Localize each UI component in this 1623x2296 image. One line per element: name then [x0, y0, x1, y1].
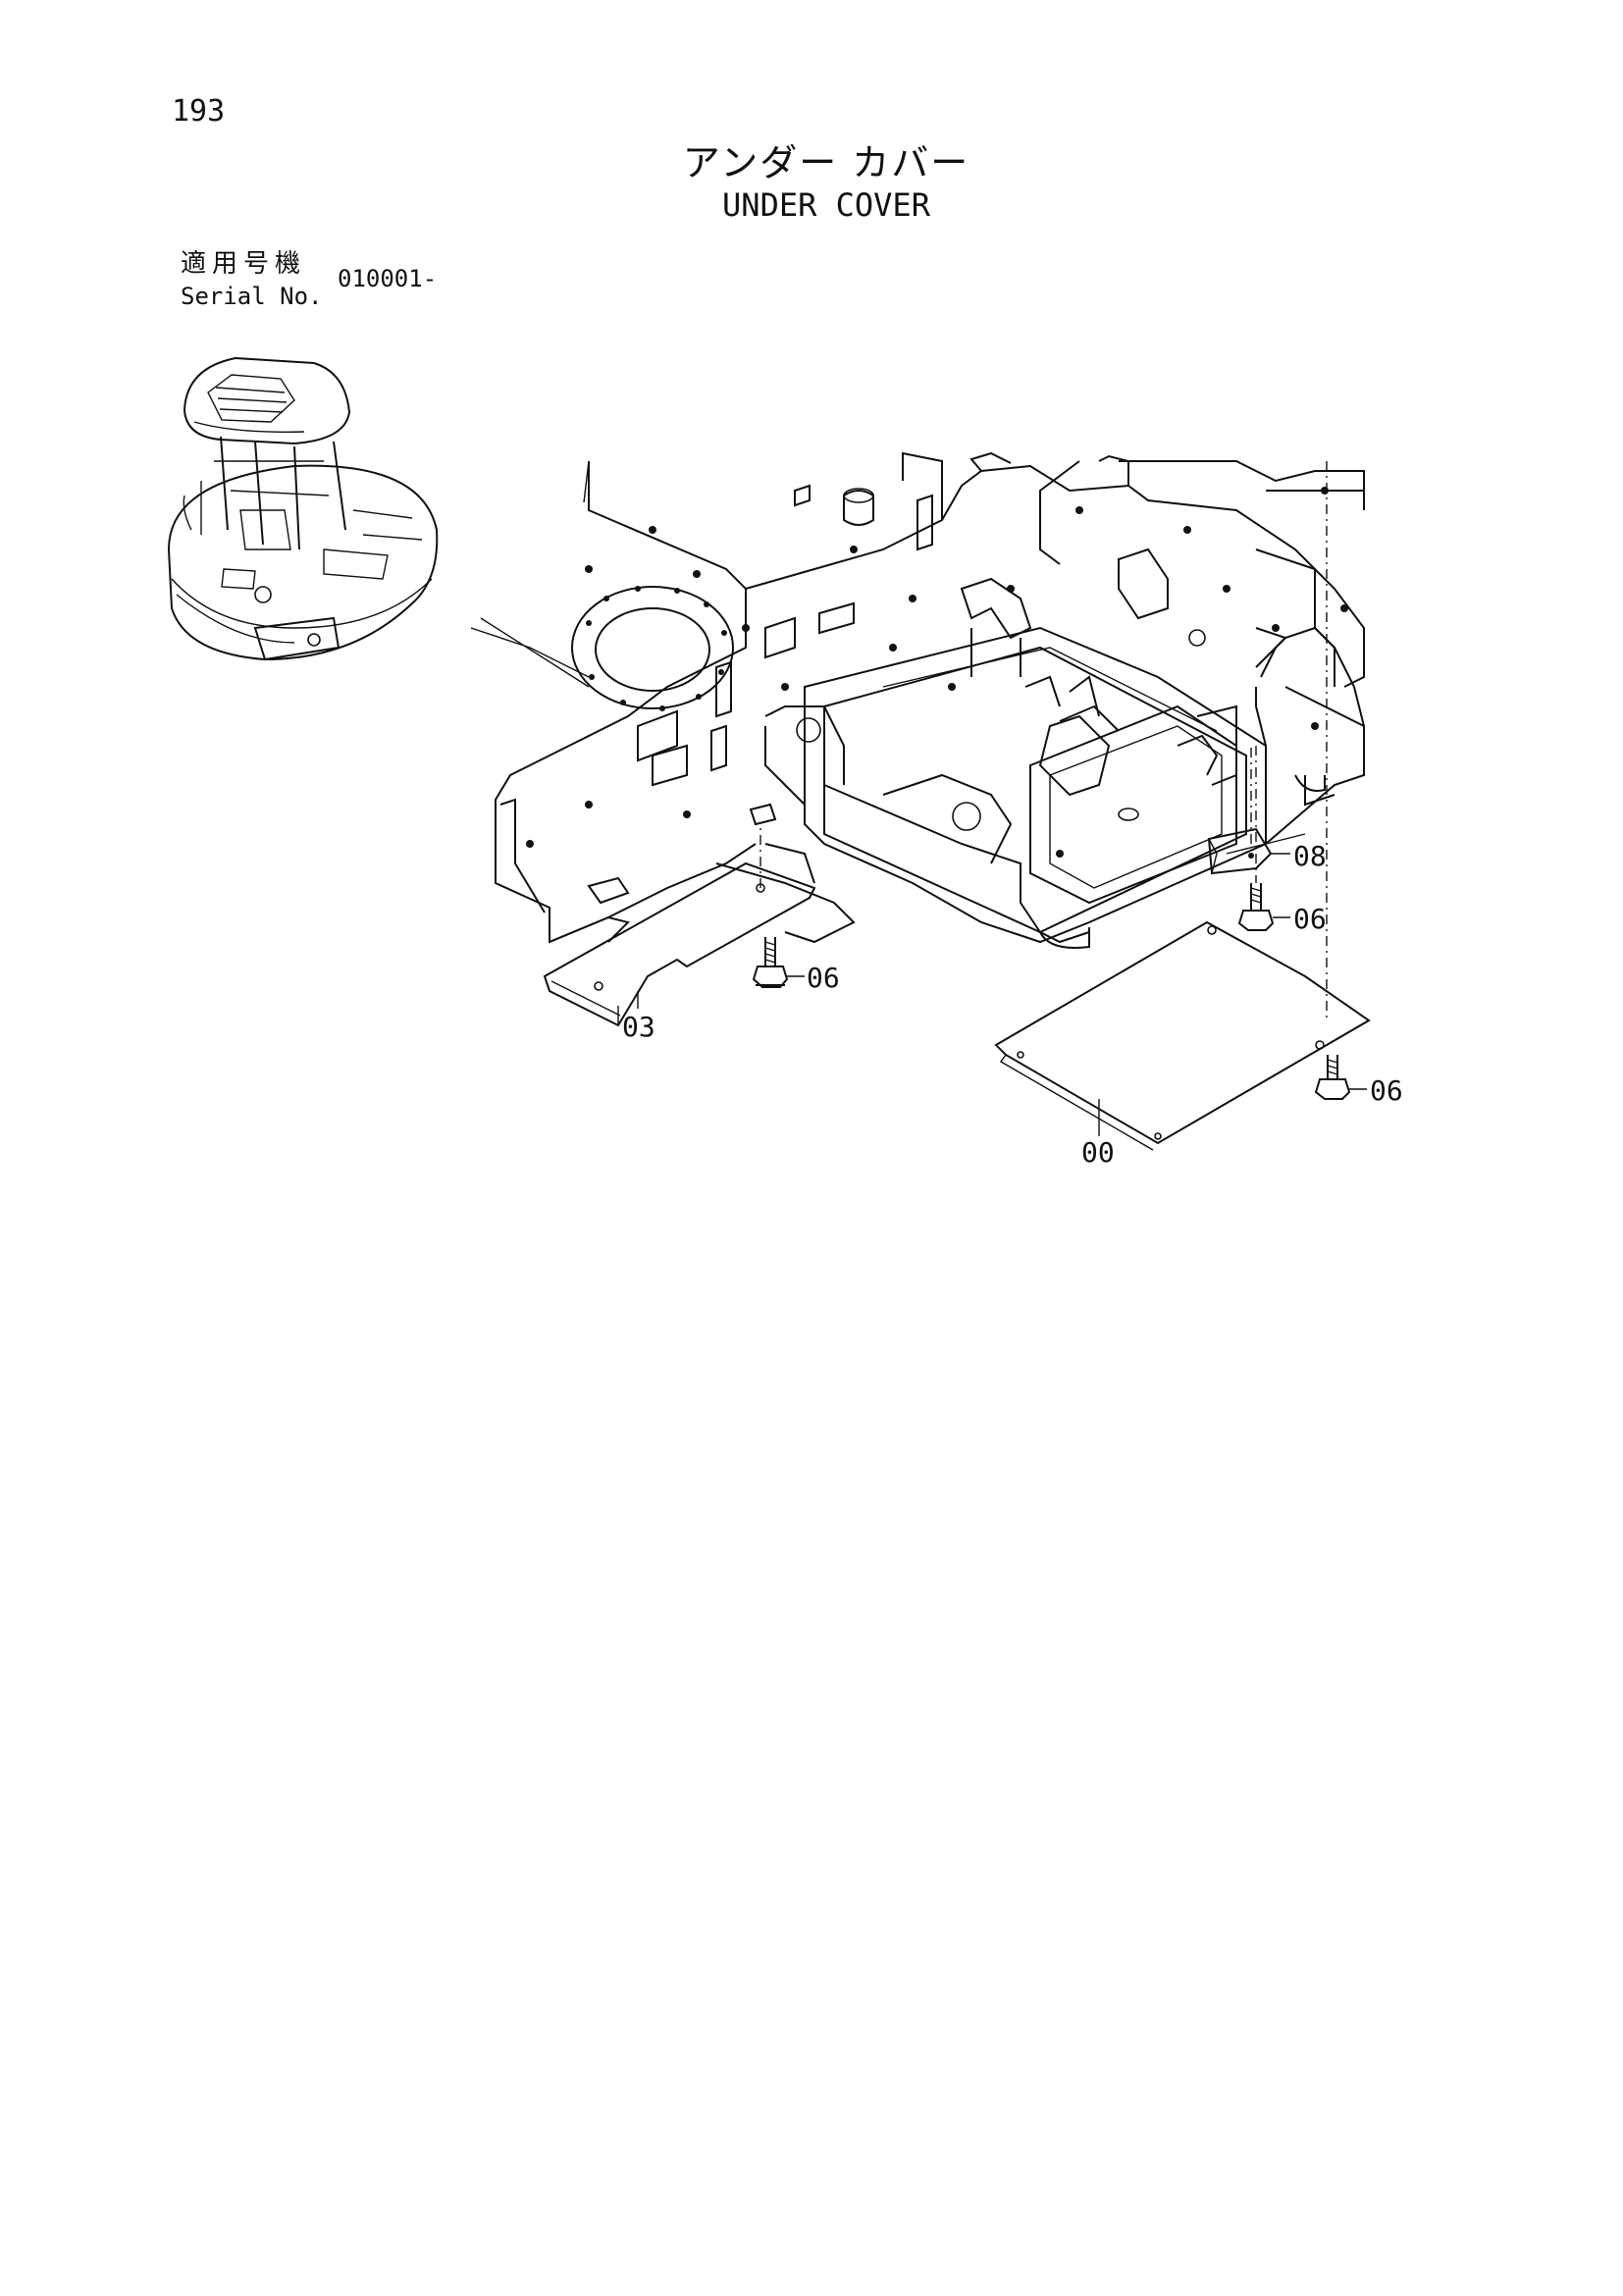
under-cover-part-03 [543, 803, 816, 1027]
callout-label-06: 06 [807, 962, 840, 994]
serial-number-range: 010001- [338, 265, 438, 292]
page-number: 193 [172, 94, 226, 129]
bolt-part-06-right-lower [1314, 1055, 1351, 1100]
callout-label-00: 00 [1081, 1136, 1115, 1169]
callout-06-center: 06 [787, 962, 840, 994]
callout-00: 00 [1081, 1126, 1115, 1169]
upper-frame-structure [470, 451, 1365, 949]
under-cover-part-00 [994, 920, 1371, 1151]
callout-label-06: 06 [1293, 903, 1327, 935]
serial-label-english: Serial No. [181, 283, 323, 310]
callout-06-right-upper: 06 [1273, 903, 1327, 935]
bolt-part-06-center [752, 937, 789, 988]
machine-locator-icon [167, 356, 439, 661]
bolt-part-06-right-upper [1237, 883, 1275, 931]
callout-08: 08 [1271, 840, 1327, 872]
title-english: UNDER COVER [722, 186, 930, 224]
callout-03: 03 [622, 991, 655, 1043]
serial-label-japanese: 適用号機 [181, 249, 307, 279]
title-japanese: アンダー カバー [682, 141, 970, 184]
callout-label-08: 08 [1293, 840, 1327, 872]
callout-label-03: 03 [622, 1011, 655, 1043]
callout-06-right-lower: 06 [1349, 1074, 1403, 1107]
bracket-part-08 [1207, 746, 1273, 875]
callout-label-06: 06 [1370, 1074, 1403, 1107]
